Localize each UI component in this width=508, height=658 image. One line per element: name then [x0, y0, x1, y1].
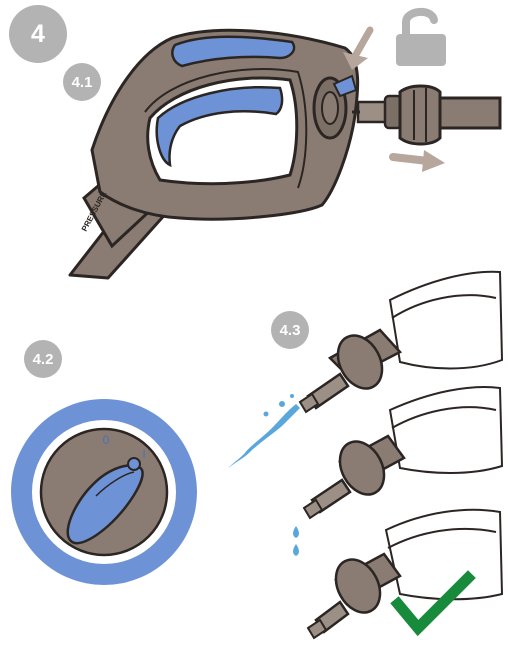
connector-drip-2 — [304, 387, 502, 518]
hose-connector — [352, 86, 500, 144]
on-off-dial: 0 I — [11, 399, 197, 585]
water-spray — [228, 394, 300, 468]
step-badge-4-1: 4.1 — [63, 63, 101, 101]
step-badge-main: 4 — [9, 5, 67, 63]
unlock-icon — [396, 12, 446, 66]
step-badge-4-2: 4.2 — [24, 340, 62, 378]
water-drops — [293, 526, 299, 556]
dial-on-label: I — [142, 447, 145, 461]
spray-gun-handle: PRESSURE — [70, 30, 358, 278]
step-badge-4-3: 4.3 — [271, 311, 309, 349]
dial-off-label: 0 — [103, 433, 110, 447]
pull-right-arrow-icon — [393, 150, 445, 172]
